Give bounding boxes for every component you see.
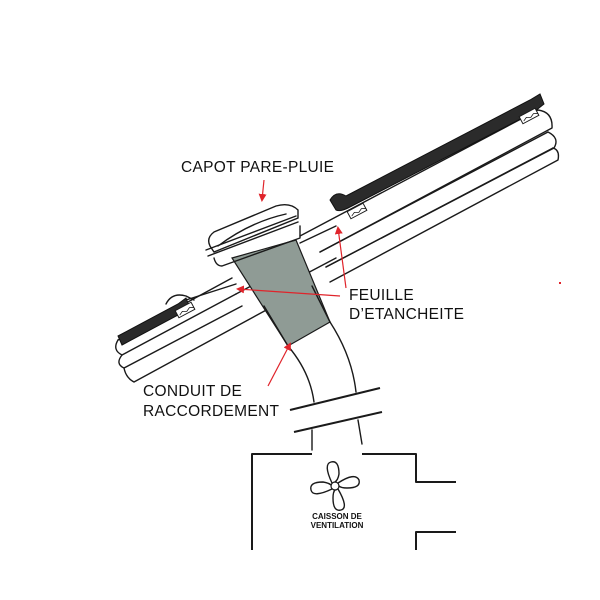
label-caisson-line2: VENTILATION: [311, 521, 364, 530]
annotation-arrows: [236, 179, 561, 387]
fan-icon: [310, 461, 360, 511]
label-conduit-line1: CONDUIT DE: [143, 383, 242, 400]
label-conduit-line2: RACCORDEMENT: [143, 403, 279, 420]
arrow-conduit: [267, 342, 291, 387]
red-dot: [559, 282, 561, 284]
label-feuille-line1: FEUILLE: [349, 287, 414, 304]
label-capot: CAPOT PARE-PLUIE: [181, 159, 334, 176]
arrow-capot: [258, 179, 267, 202]
arrow-feuille-left: [236, 285, 341, 297]
rain-cap: [205, 203, 301, 267]
label-feuille-line2: D’ETANCHEITE: [349, 306, 464, 323]
arrow-feuille-right: [334, 226, 347, 289]
label-caisson-line1: CAISSON DE: [312, 512, 362, 521]
roof-structure: [115, 109, 560, 383]
ventilation-box: [251, 453, 456, 550]
roof-tiles: [117, 93, 545, 346]
connection-duct: [231, 239, 383, 451]
